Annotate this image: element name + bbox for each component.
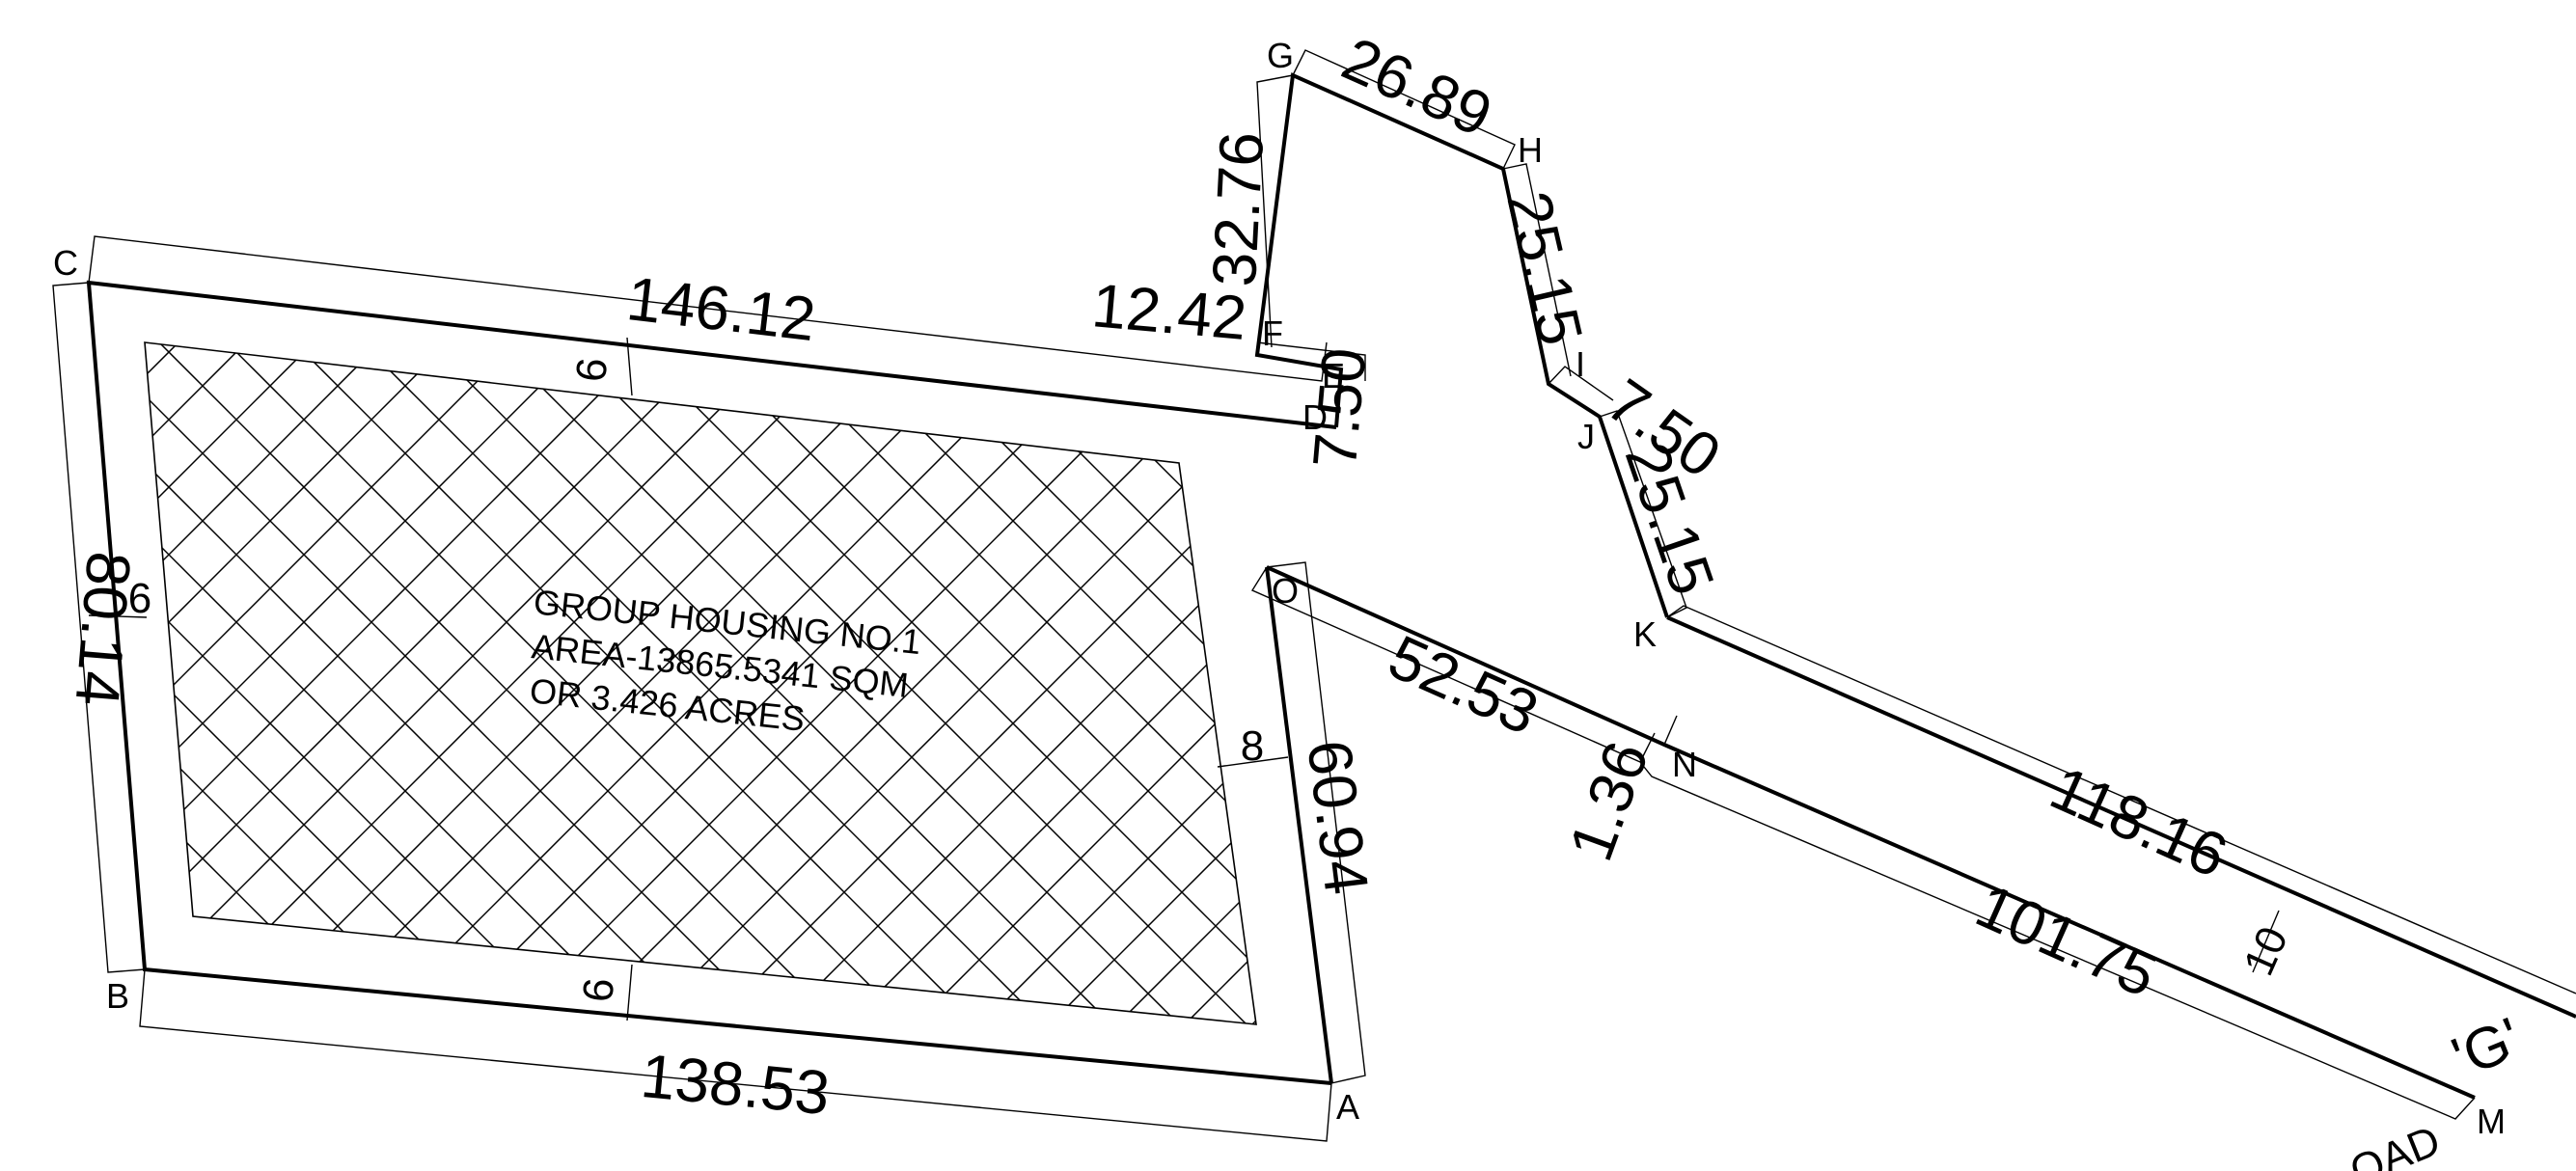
- hatch-line: [145, 342, 503, 1024]
- setback-left: 6: [128, 575, 151, 622]
- corner-label-a: A: [1336, 1087, 1359, 1127]
- corner-label-g: G: [1267, 36, 1294, 75]
- dim-side-de: 7.50: [1300, 345, 1380, 471]
- road-label-fragment: OAD: [2343, 1117, 2447, 1171]
- hatch-line: [145, 342, 435, 1024]
- hatch-line: [145, 342, 165, 1024]
- hatch-line: [145, 342, 638, 1024]
- hatch-line: [145, 342, 165, 1024]
- hatch-line: [145, 342, 705, 1024]
- hatch-line: [2200, 289, 2576, 1157]
- hatch-line: [983, 342, 1256, 1024]
- hatch-line: [1592, 289, 2460, 1157]
- setback-plot-g: 10: [2234, 920, 2297, 983]
- hatch-line: [145, 342, 233, 1024]
- parcel-notes: GROUP HOUSING NO.1 AREA-13865.5341 SQM O…: [528, 582, 922, 739]
- corner-label-m: M: [2477, 1102, 2506, 1141]
- hatch-line: [145, 342, 705, 1024]
- hatch-line: [145, 342, 840, 1024]
- dim-side-mn: 101.75: [1966, 870, 2167, 1010]
- hatch-line: [145, 342, 773, 1024]
- corner-label-b: B: [106, 976, 129, 1016]
- corner-label-i: I: [1576, 344, 1585, 384]
- hatch-line: [145, 342, 570, 1024]
- dim-side-k-plot: 118.16: [2041, 752, 2237, 890]
- hatch-line: [0, 289, 29, 1157]
- boundary-d-to-k: [1254, 72, 1669, 618]
- hatch-line: [145, 342, 233, 1024]
- hatch-line: [1051, 342, 1256, 1024]
- corner-label-e: E: [1322, 356, 1345, 395]
- corner-label-c: C: [53, 243, 78, 283]
- hatch-line: [145, 342, 300, 1024]
- hatch-line: [1659, 289, 2528, 1157]
- dimension-lines: [52, 49, 2576, 1142]
- hatch-line: [145, 342, 368, 1024]
- setback-area: [144, 341, 1257, 1025]
- dim-side-cd: 146.12: [623, 263, 819, 354]
- corner-label-f: F: [1262, 313, 1283, 353]
- dim-side-ab: 138.53: [638, 1041, 833, 1128]
- hatch-line: [145, 342, 503, 1024]
- dim-side-oa: 60.94: [1294, 736, 1382, 898]
- hatch-line: [713, 342, 1256, 1024]
- parcel-boundary: [86, 280, 1337, 1085]
- dim-side-bc: 80.14: [62, 549, 144, 709]
- dim-side-hi: 25.15: [1494, 185, 1596, 351]
- hatch-line: [145, 342, 570, 1024]
- hatch-line: [1592, 289, 2460, 1157]
- setback-right: 8: [1241, 722, 1264, 770]
- hatch-line: [983, 342, 1256, 1024]
- corner-label-k: K: [1633, 614, 1657, 654]
- hatch-line: [145, 342, 773, 1024]
- hatch-line: [1322, 289, 2190, 1157]
- plot-g-label: 'G': [2444, 1005, 2531, 1090]
- hatch-line: [1322, 289, 2190, 1157]
- hatch-line: [0, 289, 29, 1157]
- dim-side-no: 52.53: [1379, 621, 1548, 748]
- dim-offset-no: 1.36: [1555, 733, 1661, 870]
- corner-label-h: H: [1518, 130, 1543, 170]
- boundary-k-to-plot-g: [1666, 615, 2576, 1019]
- corner-label-d: D: [1302, 397, 1328, 437]
- hatch-line: [0, 289, 96, 1157]
- corner-label-o: O: [1272, 571, 1299, 611]
- hatch-line: [145, 342, 368, 1024]
- corner-label-j: J: [1577, 417, 1595, 456]
- hatch-line: [1659, 289, 2528, 1157]
- dim-side-fg: 32.76: [1199, 130, 1276, 288]
- setback-bottom: 6: [574, 976, 623, 1004]
- boundary-o-a: [1265, 566, 1333, 1084]
- corner-label-n: N: [1672, 745, 1697, 784]
- setback-top: 6: [567, 356, 617, 384]
- hatch-line: [145, 342, 435, 1024]
- dim-side-ef: 12.42: [1089, 270, 1249, 353]
- hatch-line: [0, 289, 96, 1157]
- hatch-line: [2200, 289, 2576, 1157]
